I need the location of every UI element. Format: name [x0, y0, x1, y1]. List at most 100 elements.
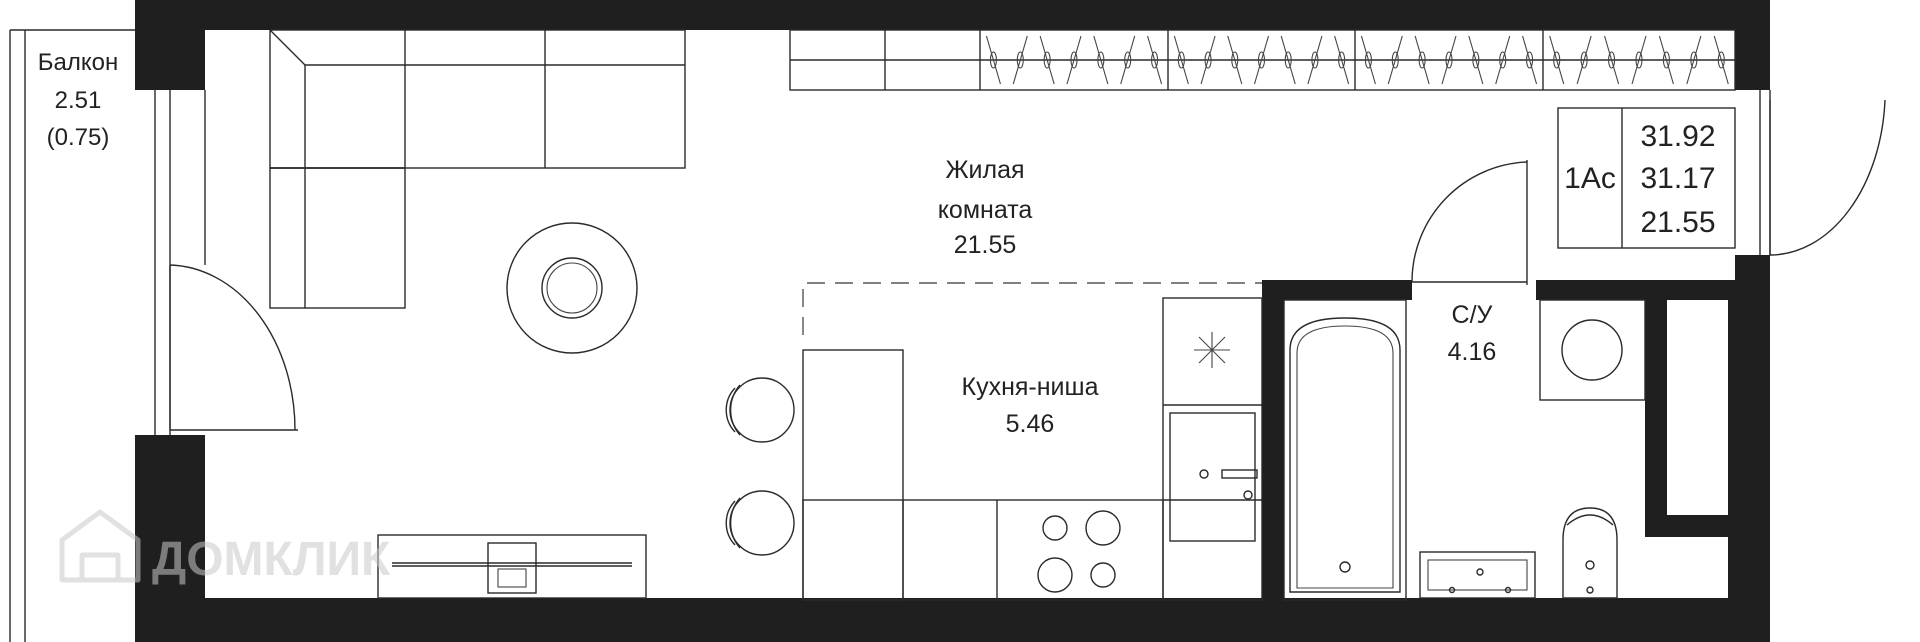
watermark-text: ДОМКЛИК: [152, 533, 391, 586]
hanger-hook: [1499, 51, 1507, 69]
dining-set: [725, 349, 904, 601]
top-wall: [135, 0, 1770, 30]
hanger: [1066, 35, 1082, 85]
hanger: [1631, 35, 1647, 85]
hanger-hook: [1257, 51, 1266, 69]
hanger: [1495, 35, 1511, 85]
hanger-hook: [1472, 51, 1480, 69]
hanger-hook: [1662, 51, 1670, 69]
watermark: ДОМКЛИК: [59, 509, 391, 586]
hanger: [1200, 35, 1216, 85]
left-wall-upper: [135, 0, 205, 90]
hanger-hook: [1338, 51, 1346, 69]
balcony-area: 2.51: [55, 87, 102, 114]
living-room-name-line1: Жилая: [945, 156, 1024, 184]
hanger: [1414, 35, 1430, 85]
total-area: 31.92: [1640, 120, 1715, 153]
toilet: [1562, 507, 1618, 599]
washing-machine: [1539, 299, 1646, 401]
hanger: [1227, 35, 1243, 85]
hanger-hook: [1418, 51, 1426, 69]
hanger-hook: [1608, 51, 1616, 69]
hanger-hook: [1070, 51, 1078, 69]
round-coffee-table: [506, 222, 638, 354]
hanger-hook: [1391, 51, 1399, 69]
hanger-hook: [1553, 51, 1561, 69]
tv-stand: [377, 534, 647, 599]
shaft-wall-left: [1645, 280, 1667, 535]
apartment-type: 1Ас: [1564, 162, 1616, 195]
hanger: [1549, 35, 1565, 85]
hanger-hook: [1124, 51, 1132, 69]
right-wall-upper: [1735, 0, 1770, 90]
hanger-hook: [989, 51, 997, 69]
entrance-door: [1759, 90, 1886, 256]
hanger-hook: [1580, 51, 1588, 69]
balcony-door: [154, 90, 298, 435]
hanger-hook: [1445, 51, 1453, 69]
apartment-summary: 1Ас 31.92 31.17 21.55: [1557, 107, 1736, 249]
hanger: [1093, 35, 1109, 85]
hanger: [1522, 35, 1538, 85]
kitchen-name: Кухня-ниша: [962, 373, 1099, 401]
wardrobe: [789, 29, 1736, 91]
hanger-hook: [1364, 51, 1372, 69]
hanger: [1280, 35, 1296, 85]
area-without-balcony: 31.17: [1640, 162, 1715, 195]
hanger: [1360, 35, 1376, 85]
hanger: [1307, 35, 1323, 85]
bathroom-wall-left: [1262, 280, 1284, 600]
hanger: [1120, 35, 1136, 85]
hanger: [1441, 35, 1457, 85]
hanger-hook: [1097, 51, 1105, 69]
hanger-hook: [1311, 51, 1319, 69]
hanger-hook: [1690, 51, 1698, 69]
kitchen-area: 5.46: [1006, 410, 1055, 438]
hanger-hook: [1043, 51, 1051, 69]
house-icon: [59, 509, 141, 583]
bottom-wall: [135, 598, 1770, 642]
balcony-area-coef: (0.75): [47, 124, 110, 151]
walls: [135, 0, 1770, 642]
corner-sofa: [269, 29, 686, 309]
balcony-name: Балкон: [38, 49, 118, 76]
bathroom-name: С/У: [1452, 301, 1493, 329]
hanger-hook: [1177, 51, 1185, 69]
hanger-hook: [1526, 51, 1534, 69]
hanger: [1387, 35, 1403, 85]
kitchen-counter: [802, 297, 1263, 601]
living-room-area: 21.55: [954, 231, 1017, 259]
hanger: [1658, 35, 1674, 85]
hanger: [985, 35, 1001, 85]
hanger-hook: [1204, 51, 1212, 69]
hanger-hook: [1016, 51, 1024, 69]
hanger-hook: [1717, 51, 1725, 69]
hanger-hook: [1284, 51, 1292, 69]
living-area: 21.55: [1640, 206, 1715, 239]
living-room-name-line2: комната: [938, 196, 1033, 224]
bathroom-area: 4.16: [1448, 338, 1497, 366]
hanger-hook: [1635, 51, 1643, 69]
hanger: [1173, 35, 1189, 85]
hanger: [1147, 35, 1163, 85]
hanger: [1713, 35, 1729, 85]
hanger-hook: [1151, 51, 1159, 69]
balcony: Балкон 2.51 (0.75): [9, 29, 135, 642]
hanger: [1686, 35, 1702, 85]
shaft-wall-right: [1728, 280, 1770, 600]
fan-icon: [1194, 332, 1230, 368]
hanger: [1012, 35, 1028, 85]
hanger-hook: [1231, 51, 1239, 69]
wardrobe-hangers: [985, 35, 1729, 85]
bathtub: [1283, 299, 1407, 601]
bathroom-wall-top: [1262, 280, 1412, 300]
hanger: [1576, 35, 1592, 85]
hanger: [1253, 35, 1270, 85]
bathroom-door: [1411, 160, 1528, 285]
hanger: [1039, 35, 1055, 85]
hanger: [1468, 35, 1484, 85]
washbasin: [1419, 551, 1536, 599]
hanger: [1604, 35, 1620, 85]
kitchen-zone-separator: [802, 282, 1262, 335]
